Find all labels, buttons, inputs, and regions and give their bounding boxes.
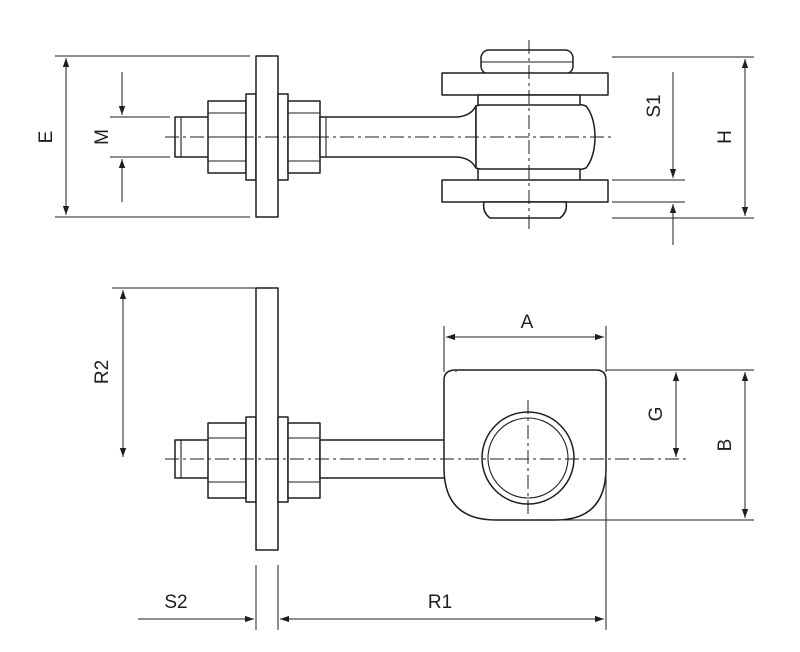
top-upper-flange	[441, 72, 609, 96]
dim-e-label: E	[36, 131, 57, 144]
dim-r2-label: R2	[92, 360, 113, 384]
dim-h: H	[612, 56, 754, 219]
front-view: A R2 G B S2 R1	[92, 287, 754, 630]
dim-g-label: G	[646, 407, 667, 422]
top-rod-thread	[174, 116, 212, 158]
dim-r1: R1	[280, 470, 607, 630]
dim-m-label: M	[92, 129, 113, 145]
dim-a-label: A	[521, 312, 534, 333]
dim-b: B	[560, 369, 754, 521]
dim-m: M	[92, 72, 170, 202]
top-view: E M S1 H	[36, 40, 754, 245]
dim-h-label: H	[715, 130, 736, 144]
dim-s2: S2	[138, 592, 254, 623]
dim-s1-label: S1	[644, 94, 665, 117]
top-lower-flange	[441, 179, 609, 203]
front-right-nut	[287, 422, 321, 499]
dim-e: E	[36, 55, 250, 218]
dim-b-label: B	[715, 439, 736, 452]
dim-r2: R2	[92, 287, 256, 457]
dim-s1: S1	[612, 72, 685, 245]
top-pin-head	[482, 201, 568, 219]
dim-r1-label: R1	[428, 592, 452, 613]
front-left-nut	[207, 422, 247, 499]
dim-a: A	[443, 312, 607, 372]
dim-s2-label: S2	[164, 592, 187, 613]
front-mounting-plate	[255, 287, 279, 551]
dim-g: G	[606, 369, 690, 457]
